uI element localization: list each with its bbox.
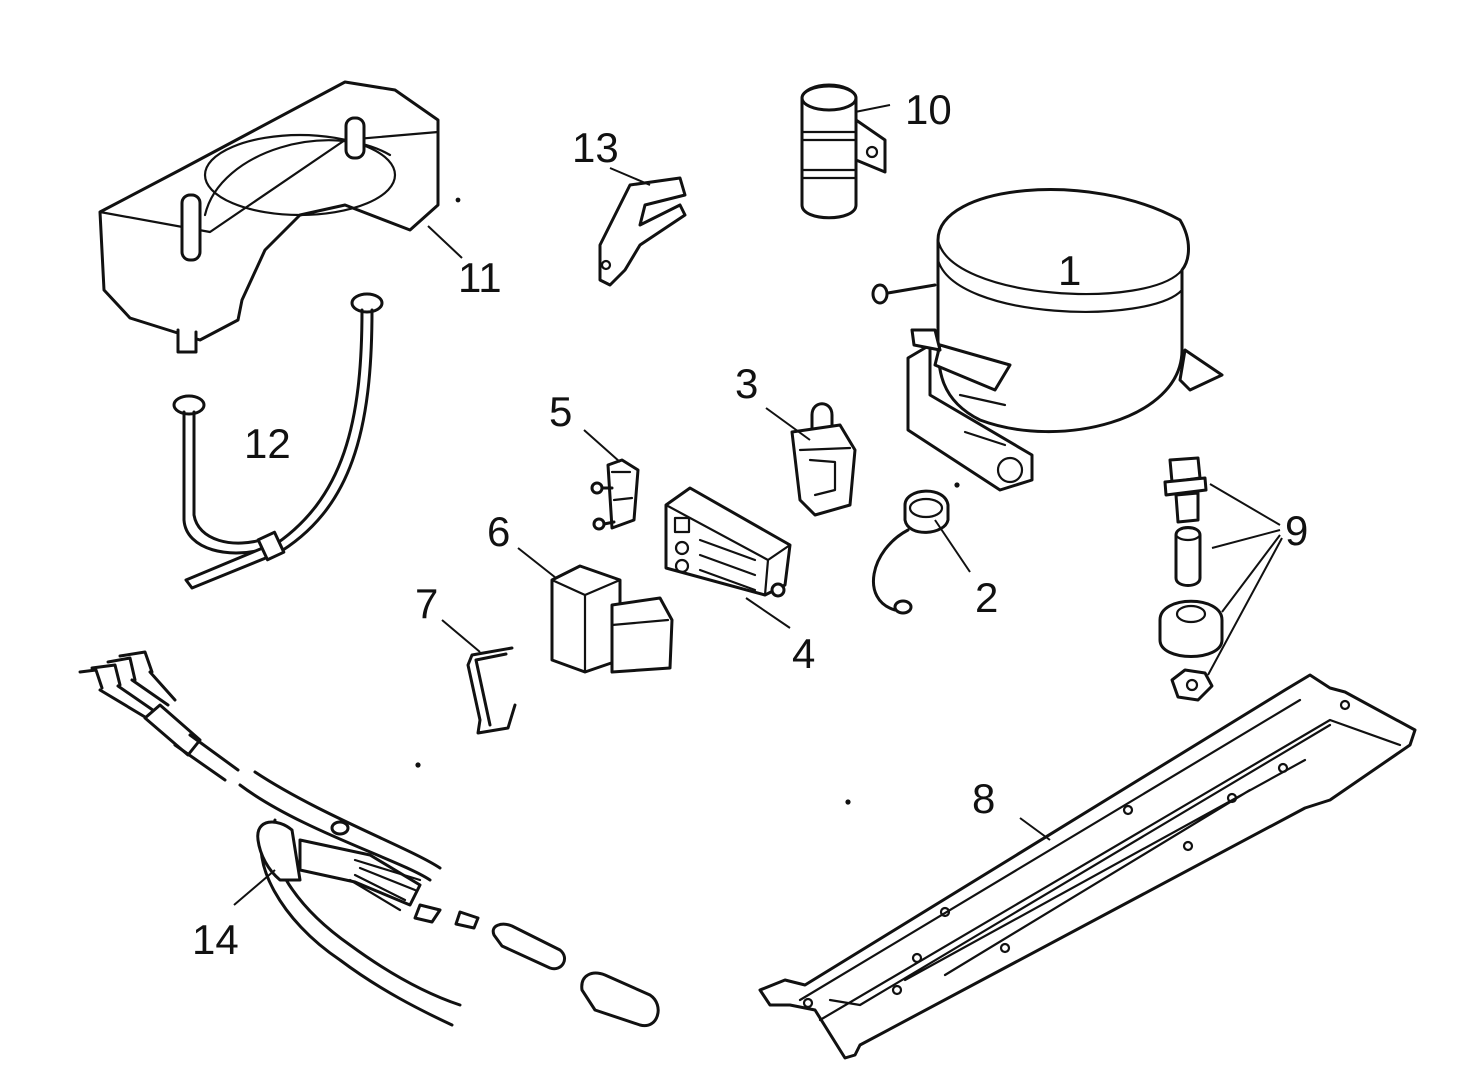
callout-6: 6 (487, 508, 510, 555)
part-10-capacitor (800, 83, 887, 220)
part-6-relay-cover (550, 564, 674, 674)
callout-1: 1 (1058, 247, 1081, 294)
part-5-terminal-clip (590, 458, 640, 531)
part-4-overload-box (664, 486, 792, 598)
part-8-base-rail (758, 673, 1417, 1060)
callout-2: 2 (975, 574, 998, 621)
callout-8: 8 (972, 775, 995, 822)
part-2-grommet (871, 489, 950, 615)
callout-4: 4 (792, 630, 815, 677)
part-11-drain-tray (98, 80, 440, 354)
callout-9: 9 (1285, 507, 1308, 554)
callout-13: 13 (572, 124, 619, 171)
part-9-mounting-hardware (1158, 456, 1224, 702)
scan-specks (415, 197, 960, 805)
part-13-bracket (598, 176, 687, 287)
callout-10: 10 (905, 86, 952, 133)
callout-3: 3 (735, 360, 758, 407)
part-14-wiring-harness (78, 650, 660, 1028)
part-7-wire-clip (466, 646, 517, 735)
part-12-drain-hose (172, 292, 384, 590)
callout-5: 5 (549, 388, 572, 435)
callout-7: 7 (415, 580, 438, 627)
callout-12: 12 (244, 420, 291, 467)
callout-11: 11 (458, 254, 502, 301)
leader-lines (233, 104, 1283, 906)
callout-labels: 1 2 3 4 5 6 7 8 9 10 11 12 13 14 (192, 86, 1308, 963)
callout-14: 14 (192, 916, 239, 963)
part-1-compressor (871, 188, 1224, 492)
part-3-relay (790, 402, 857, 517)
